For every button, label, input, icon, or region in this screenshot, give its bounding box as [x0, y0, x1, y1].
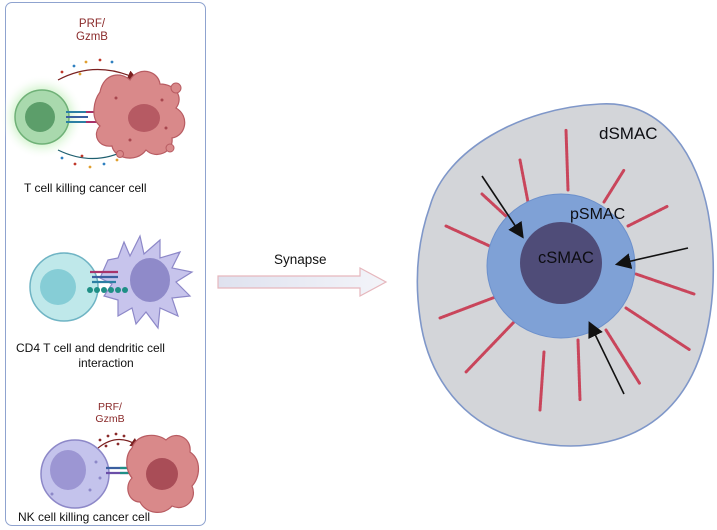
- nk-mediator-bottom: GzmB: [95, 413, 125, 425]
- csmac-region: [520, 222, 602, 304]
- cd4-dendritic-illustration: [29, 234, 194, 330]
- t-cell-mediator-top: PRF/: [78, 18, 106, 30]
- left-panel: [5, 2, 206, 526]
- csmac-label: cSMAC: [538, 249, 594, 267]
- t-cell-caption: T cell killing cancer cell: [24, 181, 147, 195]
- nk-mediator-top: PRF/: [98, 401, 122, 413]
- psmac-label: pSMAC: [570, 206, 626, 223]
- nk-cell-illustration: [40, 432, 200, 513]
- dsmac-label: dSMAC: [599, 124, 658, 143]
- synapse-arrow: [217, 266, 388, 298]
- nk-caption: NK cell killing cancer cell: [18, 510, 151, 524]
- t-cell-illustration: [0, 58, 186, 169]
- synapse-diagram: [416, 103, 714, 447]
- t-cell-mediator-bottom: GzmB: [76, 31, 108, 43]
- cd4-caption-line2: interaction: [78, 356, 134, 370]
- synapse-label: Synapse: [274, 252, 327, 267]
- cd4-caption-line1: CD4 T cell and dendritic cell: [16, 341, 165, 355]
